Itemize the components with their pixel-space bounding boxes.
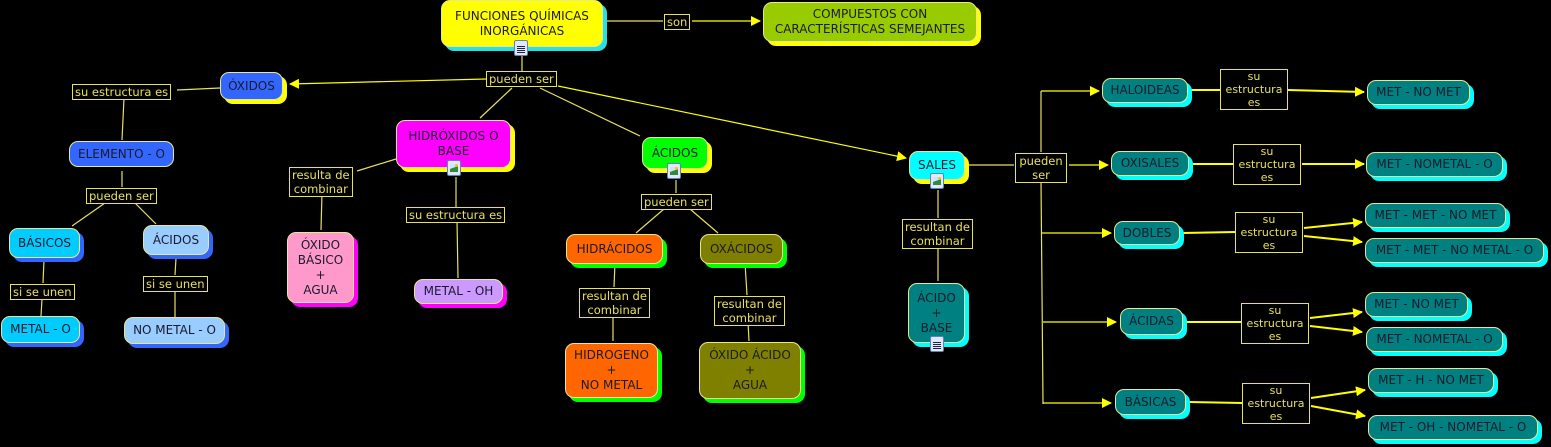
- connector: [1303, 235, 1363, 247]
- image-icon[interactable]: [667, 163, 681, 179]
- link-phrase-su-estructura-es[interactable]: su estructura es: [1241, 303, 1309, 344]
- concept-haloideas[interactable]: HALOIDEAS: [1102, 78, 1188, 103]
- link-phrase-si-se-unen[interactable]: si se unen: [143, 276, 208, 292]
- connector: [174, 257, 177, 276]
- link-phrase-su-estructura-es[interactable]: su estructura es: [1220, 69, 1288, 110]
- connector: [289, 78, 487, 89]
- link-phrase-su-estructura-es[interactable]: su estructura es: [1242, 383, 1310, 424]
- link-phrase-su-estructura-es[interactable]: su estructura es: [406, 207, 506, 223]
- concept-met-no-met[interactable]: MET - NO MET: [1367, 80, 1470, 105]
- concept-basicas[interactable]: BÁSICAS: [1115, 389, 1186, 415]
- document-icon[interactable]: [514, 40, 528, 56]
- concept-basicos[interactable]: BÁSICOS: [9, 228, 80, 258]
- connector: [176, 87, 221, 91]
- link-phrase-pueden-ser[interactable]: pueden ser: [1015, 153, 1067, 183]
- concept-compuestos-caracteristicas[interactable]: COMPUESTOS CON CARACTERÍSTICAS SEMEJANTE…: [763, 2, 977, 42]
- connector: [1287, 86, 1365, 97]
- concept-metal-o[interactable]: METAL - O: [1, 316, 80, 343]
- image-icon[interactable]: [447, 160, 461, 176]
- concept-no-metal-o[interactable]: NO METAL - O: [124, 317, 225, 344]
- concept-oxisales[interactable]: OXISALES: [1111, 151, 1189, 176]
- concept-acidos-oxidos[interactable]: ÁCIDOS: [143, 225, 209, 255]
- link-phrase-pueden-ser[interactable]: pueden ser: [641, 194, 712, 210]
- connector: [1182, 231, 1236, 234]
- concept-oxido-basico-agua[interactable]: ÓXIDO BÁSICO + AGUA: [287, 232, 354, 303]
- connector: [356, 158, 397, 172]
- link-phrase-su-estructura-es[interactable]: su estructura es: [1235, 212, 1303, 253]
- concept-met-met-no-met[interactable]: MET - MET - NO MET: [1365, 203, 1506, 228]
- concept-met-oh-nometal-o[interactable]: MET - OH - NOMETAL - O: [1368, 415, 1538, 440]
- concept-funciones-quimicas-inorganicas[interactable]: FUNCIONES QUÍMICAS INORGÁNICAS: [441, 0, 603, 47]
- link-phrase-resultan-de-combinar[interactable]: resultan de combinar: [714, 296, 785, 326]
- connector: [613, 262, 616, 288]
- connector: [539, 87, 641, 137]
- concept-acido-base[interactable]: ÁCIDO + BASE: [908, 283, 965, 343]
- concept-met-nometal-o[interactable]: MET - NOMETAL - O: [1366, 327, 1503, 352]
- connector: [40, 298, 43, 317]
- concept-oxido-acido-agua[interactable]: ÓXIDO ÁCIDO + AGUA: [699, 342, 801, 399]
- concept-dobles[interactable]: DOBLES: [1114, 221, 1180, 245]
- connector: [42, 259, 45, 284]
- connector: [557, 85, 907, 162]
- link-phrase-son[interactable]: son: [664, 14, 691, 30]
- link-phrase-resultan-de-combinar[interactable]: resultan de combinar: [902, 219, 973, 249]
- connector: [635, 208, 665, 234]
- connector: [1188, 401, 1243, 404]
- concept-met-no-met[interactable]: MET - NO MET: [1365, 292, 1468, 317]
- link-phrase-su-estructura-es[interactable]: su estructura es: [1233, 144, 1301, 185]
- connector: [1309, 325, 1363, 336]
- concept-elemento-o[interactable]: ELEMENTO - O: [69, 141, 174, 167]
- image-icon[interactable]: [930, 173, 944, 189]
- concept-acidas[interactable]: ÁCIDAS: [1120, 308, 1183, 335]
- concept-oxacidos[interactable]: OXÁCIDOS: [700, 234, 783, 264]
- link-phrase-resultan-de-combinar[interactable]: resultan de combinar: [579, 288, 650, 318]
- connector: [1040, 179, 1044, 405]
- connector: [1303, 217, 1363, 229]
- concept-hidracidos[interactable]: HIDRÁCIDOS: [566, 234, 663, 264]
- concept-met-met-no-metal-o[interactable]: MET - MET - NO METAL - O: [1365, 238, 1544, 263]
- link-phrase-pueden-ser[interactable]: pueden ser: [86, 188, 157, 204]
- connector: [456, 219, 459, 279]
- connector: [479, 87, 513, 119]
- connector: [744, 262, 748, 296]
- connector: [320, 192, 323, 231]
- concept-met-nometal-o[interactable]: MET - NOMETAL - O: [1366, 152, 1503, 177]
- connector: [121, 97, 125, 141]
- concept-met-h-no-met[interactable]: MET - H - NO MET: [1368, 368, 1494, 393]
- connector: [71, 202, 106, 227]
- link-phrase-resulta-de-combinar[interactable]: resulta de combinar: [289, 167, 353, 197]
- connector: [1310, 386, 1366, 399]
- link-phrase-su-estructura-es[interactable]: su estructura es: [72, 84, 172, 100]
- connector: [689, 208, 719, 234]
- concept-hidrogeno-no-metal[interactable]: HIDROGENO + NO METAL: [565, 343, 658, 398]
- connector: [134, 202, 157, 225]
- connector: [1309, 308, 1363, 319]
- document-icon[interactable]: [930, 336, 944, 352]
- connector: [1310, 405, 1366, 420]
- link-phrase-si-se-unen[interactable]: si se unen: [10, 284, 75, 300]
- link-phrase-pueden-ser[interactable]: pueden ser: [486, 71, 557, 87]
- concept-metal-oh[interactable]: METAL - OH: [414, 279, 503, 304]
- concept-oxidos[interactable]: ÓXIDOS: [220, 72, 283, 100]
